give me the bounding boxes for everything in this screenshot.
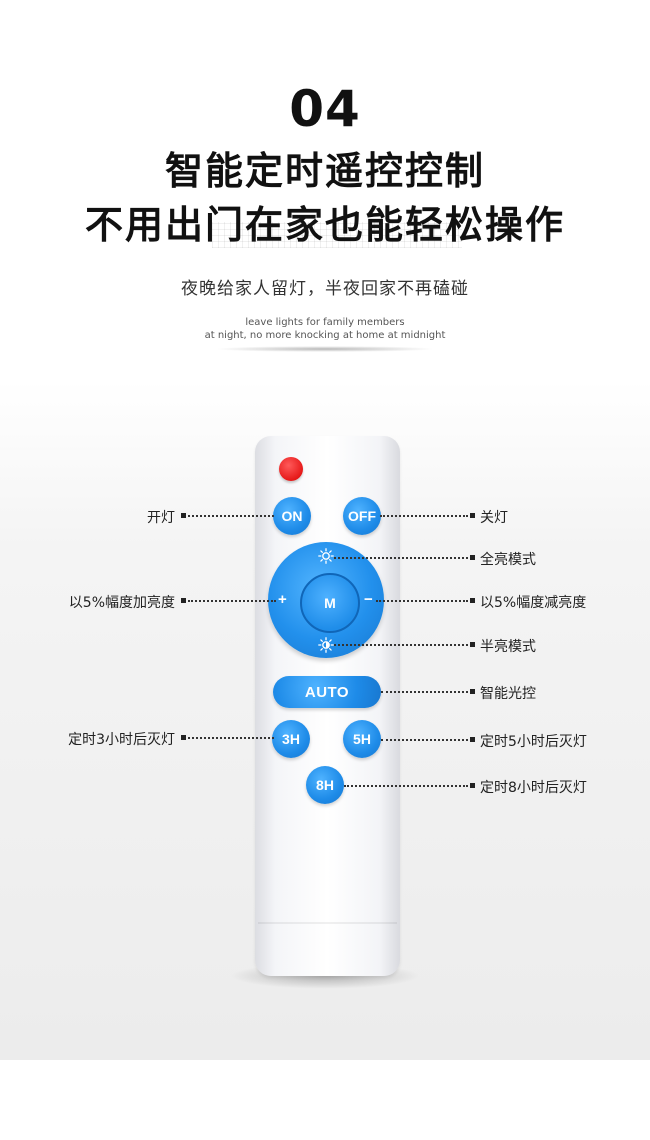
label-off: 关灯: [480, 510, 508, 526]
leader-dot: [181, 735, 186, 740]
brightness-up-button[interactable]: +: [278, 591, 287, 608]
remote-seam: [258, 922, 397, 924]
mode-button[interactable]: M: [300, 573, 360, 633]
leader-dot: [470, 513, 475, 518]
on-button[interactable]: ON: [273, 497, 311, 535]
leader-line: [334, 557, 468, 559]
timer-3h-button[interactable]: 3H: [272, 720, 310, 758]
leader-dot: [470, 737, 475, 742]
title-shadow-divider: [215, 346, 435, 352]
subtitle: 夜晚给家人留灯，半夜回家不再磕碰: [181, 279, 469, 299]
label-increase: 以5%幅度加亮度: [68, 595, 175, 611]
leader-line: [381, 739, 468, 741]
title-line-1: 智能定时遥控控制: [164, 149, 485, 193]
timer-8h-button[interactable]: 8H: [306, 766, 344, 804]
off-button[interactable]: OFF: [343, 497, 381, 535]
timer-5h-button[interactable]: 5H: [343, 720, 381, 758]
power-button[interactable]: [279, 457, 303, 481]
leader-line: [344, 785, 468, 787]
section-number: 04: [289, 80, 361, 138]
leader-line: [334, 644, 468, 646]
leader-dot: [470, 598, 475, 603]
leader-dot: [470, 783, 475, 788]
leader-line: [188, 737, 274, 739]
leader-dot: [470, 642, 475, 647]
leader-dot: [470, 689, 475, 694]
leader-line: [188, 515, 274, 517]
label-half-bright: 半亮模式: [480, 639, 536, 655]
brightness-down-button[interactable]: −: [364, 591, 373, 608]
title-line-2: 不用出门在家也能轻松操作: [84, 203, 565, 247]
sun-half-icon[interactable]: [317, 636, 335, 654]
label-timer8: 定时8小时后灭灯: [480, 780, 587, 796]
label-timer3: 定时3小时后灭灯: [68, 732, 175, 748]
leader-line: [381, 691, 468, 693]
sun-full-icon[interactable]: [317, 547, 335, 565]
leader-line: [380, 515, 468, 517]
leader-line: [376, 600, 468, 602]
label-on: 开灯: [147, 510, 175, 526]
label-auto: 智能光控: [480, 686, 536, 702]
leader-dot: [181, 513, 186, 518]
label-timer5: 定时5小时后灭灯: [480, 734, 587, 750]
header-section: 04 智能定时遥控控制 不用出门在家也能轻松操作 夜晚给家人留灯，半夜回家不再磕…: [0, 0, 650, 380]
label-decrease: 以5%幅度减亮度: [480, 595, 587, 611]
leader-dot: [181, 598, 186, 603]
auto-button[interactable]: AUTO: [273, 676, 381, 708]
leader-line: [188, 600, 276, 602]
english-line-2: at night, no more knocking at home at mi…: [204, 330, 446, 341]
english-line-1: leave lights for family members: [245, 317, 405, 328]
leader-dot: [470, 555, 475, 560]
label-full-bright: 全亮模式: [480, 552, 536, 568]
